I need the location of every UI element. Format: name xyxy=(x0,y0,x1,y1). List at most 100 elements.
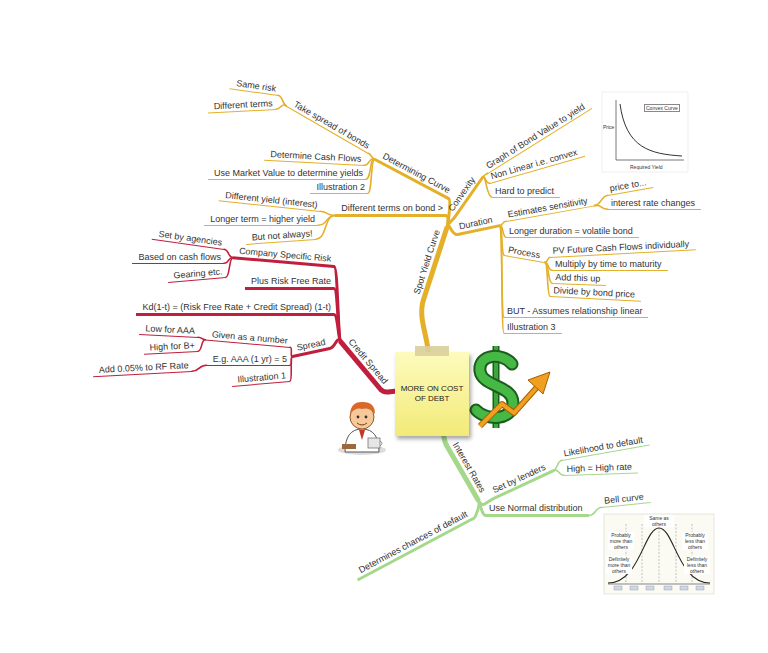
topic-text: Longer duration = volatile bond xyxy=(509,226,633,236)
branch-topic: E.g. AAA (1 yr) = 5 xyxy=(207,354,290,366)
branch-topic: Add this up xyxy=(552,272,606,286)
branch-line xyxy=(198,340,205,351)
branch-topic: Spread xyxy=(290,336,330,358)
branch-topic: Use Normal distribution xyxy=(486,503,589,517)
branch-topic: Plus Risk Free Rate xyxy=(245,276,334,290)
branch-topic: Determining Curve xyxy=(374,148,455,200)
branch-line xyxy=(276,105,286,109)
branch-topic: Multiply by time to maturity xyxy=(552,259,668,271)
branch-topic: Different terms xyxy=(208,98,276,114)
branch-topic: Illustration 3 xyxy=(504,322,562,334)
chart-annotation: Same as others xyxy=(644,515,674,527)
bell-curve-chart xyxy=(604,514,714,594)
branch-topic: Low for AAA xyxy=(140,323,199,338)
branch-topic: PV Future Cash Flows individually xyxy=(549,238,695,258)
branch-topic: Divide by bond price xyxy=(550,285,641,302)
branch-line xyxy=(192,365,207,371)
growth-arrow xyxy=(480,372,550,426)
branch-topic: Different terms on bond > xyxy=(335,203,446,217)
branch-topic: Based on cash flows xyxy=(132,252,224,264)
branch-topic: interest rate changes xyxy=(608,198,701,210)
topic-text: Use Normal distribution xyxy=(489,503,583,513)
branch-topic: Bell curve xyxy=(601,491,651,508)
branch-line xyxy=(473,501,479,519)
branch-topic: Company Specific Risk xyxy=(233,245,335,268)
branch-topic: Spot Yield Curve xyxy=(411,223,450,300)
branch-line xyxy=(422,299,429,352)
branch-line xyxy=(595,195,608,205)
branch-topic: Credit Spread xyxy=(339,332,393,392)
branch-topic: Process xyxy=(504,244,547,263)
topic-text: Interest Rates xyxy=(451,441,488,495)
branch-topic: Determine Cash Flows xyxy=(264,149,365,166)
branch-line xyxy=(444,436,447,445)
topic-text: Plus Risk Free Rate xyxy=(251,276,331,286)
branch-line xyxy=(554,460,562,470)
branch-topic: price to... xyxy=(606,176,653,196)
branch-line xyxy=(447,225,458,234)
branch-line xyxy=(589,507,602,515)
central-note: MORE ON COST OF DEBT xyxy=(395,352,469,436)
branch-line xyxy=(595,205,609,209)
chart-annotation: Price xyxy=(603,124,614,130)
topic-text: Set by lenders xyxy=(491,462,547,495)
convexity-graph xyxy=(602,92,688,172)
branch-topic: Given as a number xyxy=(205,329,291,348)
branch-topic: Illustration 2 xyxy=(310,182,368,194)
topic-text: Divide by bond price xyxy=(553,285,635,299)
topic-text: E.g. AAA (1 yr) = 5 xyxy=(213,354,287,364)
branch-line xyxy=(483,177,492,197)
topic-text: Gearing etc. xyxy=(173,266,223,280)
topic-text: Determining Curve xyxy=(381,151,452,195)
topic-text: Low for AAA xyxy=(146,323,196,336)
branch-topic: Convexity xyxy=(445,170,484,218)
topic-text: Estimates sensitivity xyxy=(507,196,589,220)
branch-topic: Different yield (interest) xyxy=(219,189,322,212)
topic-text: MORE ON COST OF DEBT xyxy=(399,384,465,404)
branch-line xyxy=(290,356,293,381)
branch-topic: Take spread of bonds xyxy=(286,96,374,154)
branch-topic: Kd(1-t) = (Risk Free Rate + Credit Sprea… xyxy=(136,302,334,316)
branch-topic: High for B+ xyxy=(143,340,198,355)
branch-topic: Same risk xyxy=(229,77,279,96)
branch-line xyxy=(545,262,550,296)
topic-text: Spot Yield Curve xyxy=(412,228,442,295)
topic-text: Spread xyxy=(296,337,326,353)
topic-text: Determines chances of default xyxy=(357,509,469,575)
branch-line xyxy=(554,470,564,475)
branch-topic: High = High rate xyxy=(564,461,639,476)
topic-text: Add this up xyxy=(555,272,600,284)
branch-line xyxy=(382,390,395,392)
branch-topic: BUT - Assumes relationship linear xyxy=(504,306,648,318)
topic-text: Convexity xyxy=(446,175,477,213)
branch-topic: Duration xyxy=(455,213,500,236)
chart-annotation: Required Yield xyxy=(630,164,663,170)
topic-text: BUT - Assumes relationship linear xyxy=(507,306,642,316)
topic-text: Process xyxy=(507,245,541,260)
topic-text: Longer term = higher yield xyxy=(210,214,315,224)
branch-topic: Set by lenders xyxy=(488,459,554,500)
topic-text: High = High rate xyxy=(567,462,633,474)
topic-text: Different terms on bond > xyxy=(341,203,443,213)
branch-topic: Longer duration = volatile bond xyxy=(506,226,639,238)
topic-text: Illustration 2 xyxy=(316,182,365,192)
branch-topic: Determines chances of default xyxy=(352,508,474,582)
topic-text: Multiply by time to maturity xyxy=(555,259,662,269)
chart-annotation: Probably less than others xyxy=(682,532,708,550)
topic-text: Credit Spread xyxy=(347,337,390,386)
branch-line xyxy=(334,267,340,342)
branch-topic: Set by agencies xyxy=(152,228,226,250)
branch-topic: But not always! xyxy=(245,228,316,245)
topic-text: Determine Cash Flows xyxy=(270,149,361,164)
branch-line xyxy=(334,315,340,342)
topic-text: PV Future Cash Flows individually xyxy=(552,239,689,256)
topic-text: Add 0.05% to RF Rate xyxy=(98,360,188,375)
branch-line xyxy=(278,95,286,106)
branch-topic: Estimates sensitivity xyxy=(504,195,595,222)
topic-text: Likelihood to default xyxy=(563,435,644,459)
chart-annotation: Definitely more than others xyxy=(606,556,632,574)
topic-text: Based on cash flows xyxy=(138,252,221,262)
branch-topic: Illustration 1 xyxy=(232,370,290,387)
chart-annotation: Probably more than others xyxy=(608,532,634,550)
topic-text: Illustration 1 xyxy=(238,370,287,384)
